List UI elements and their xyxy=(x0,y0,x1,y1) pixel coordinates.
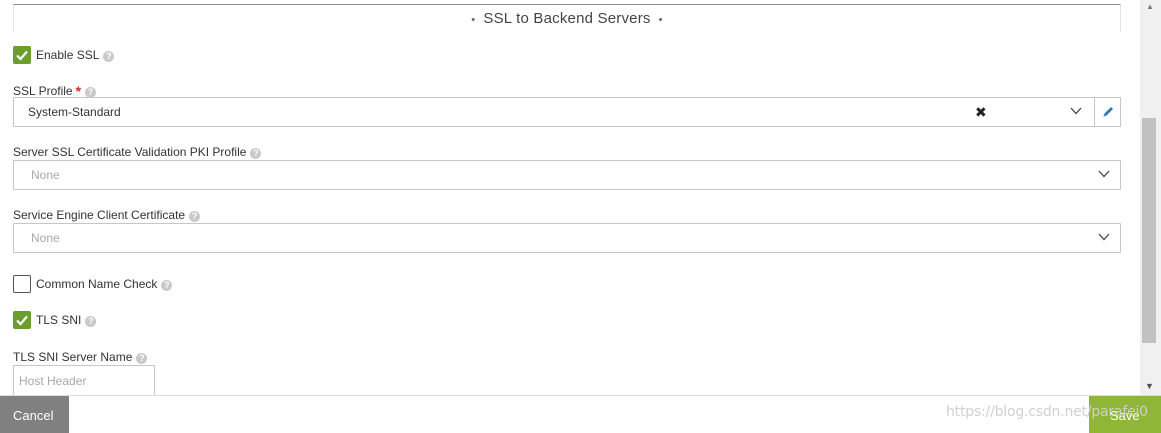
tls-sni-text: TLS SNI xyxy=(36,313,82,327)
pki-profile-select[interactable]: None xyxy=(13,160,1121,190)
ssl-profile-value: System-Standard xyxy=(28,105,121,119)
enable-ssl-label: Enable SSL? xyxy=(36,48,115,62)
section-header: • SSL to Backend Servers • xyxy=(13,4,1121,32)
pki-profile-text: Server SSL Certificate Validation PKI Pr… xyxy=(13,145,247,159)
tls-sni-server-name-input[interactable] xyxy=(13,365,155,397)
vertical-scrollbar[interactable]: ▲ ▼ xyxy=(1140,0,1161,395)
client-cert-select[interactable]: None xyxy=(13,223,1121,253)
help-icon[interactable]: ? xyxy=(85,87,97,98)
pki-profile-placeholder: None xyxy=(31,168,60,182)
help-icon[interactable]: ? xyxy=(103,51,115,62)
clear-icon[interactable]: ✖ xyxy=(975,104,987,120)
common-name-check-label: Common Name Check? xyxy=(36,277,173,291)
chevron-down-icon[interactable] xyxy=(1070,107,1082,115)
pencil-icon xyxy=(1103,107,1113,117)
enable-ssl-text: Enable SSL xyxy=(36,48,100,62)
required-mark: * xyxy=(75,83,82,99)
scroll-down-icon[interactable]: ▼ xyxy=(1145,381,1154,391)
chevron-down-icon[interactable] xyxy=(1098,170,1110,178)
tls-sni-server-name-text: TLS SNI Server Name xyxy=(13,350,133,364)
common-name-check-checkbox[interactable] xyxy=(13,275,31,293)
scroll-thumb[interactable] xyxy=(1142,118,1156,343)
pki-profile-label: Server SSL Certificate Validation PKI Pr… xyxy=(13,145,262,159)
save-button[interactable]: Save xyxy=(1089,396,1161,433)
help-icon[interactable]: ? xyxy=(189,211,201,222)
help-icon[interactable]: ? xyxy=(250,148,262,159)
chevron-down-icon[interactable] xyxy=(1098,233,1110,241)
client-cert-text: Service Engine Client Certificate xyxy=(13,208,186,222)
cancel-button[interactable]: Cancel xyxy=(0,396,69,433)
help-icon[interactable]: ? xyxy=(161,280,173,291)
checkmark-icon xyxy=(16,50,28,61)
enable-ssl-checkbox[interactable] xyxy=(13,46,31,64)
client-cert-label: Service Engine Client Certificate? xyxy=(13,208,201,222)
client-cert-placeholder: None xyxy=(31,231,60,245)
tls-sni-server-name-label: TLS SNI Server Name? xyxy=(13,350,148,364)
header-dot-right: • xyxy=(658,14,663,26)
section-title: SSL to Backend Servers xyxy=(483,10,651,27)
edit-ssl-profile-button[interactable] xyxy=(1094,97,1122,127)
ssl-profile-text: SSL Profile xyxy=(13,84,73,98)
watermark-text: https://blog.csdn.net/parafei0 xyxy=(946,404,1148,420)
ssl-profile-select[interactable]: System-Standard ✖ xyxy=(13,97,1121,127)
tls-sni-label: TLS SNI? xyxy=(36,313,97,327)
help-icon[interactable]: ? xyxy=(136,353,148,364)
tls-sni-checkbox[interactable] xyxy=(13,311,31,329)
scroll-up-icon[interactable]: ▲ xyxy=(1146,2,1154,11)
header-dot-left: • xyxy=(471,14,476,26)
common-name-check-text: Common Name Check xyxy=(36,277,158,291)
modal-footer: Cancel Save https://blog.csdn.net/parafe… xyxy=(0,395,1161,433)
checkmark-icon xyxy=(16,315,28,326)
ssl-profile-label: SSL Profile*? xyxy=(13,82,97,99)
help-icon[interactable]: ? xyxy=(85,316,97,327)
